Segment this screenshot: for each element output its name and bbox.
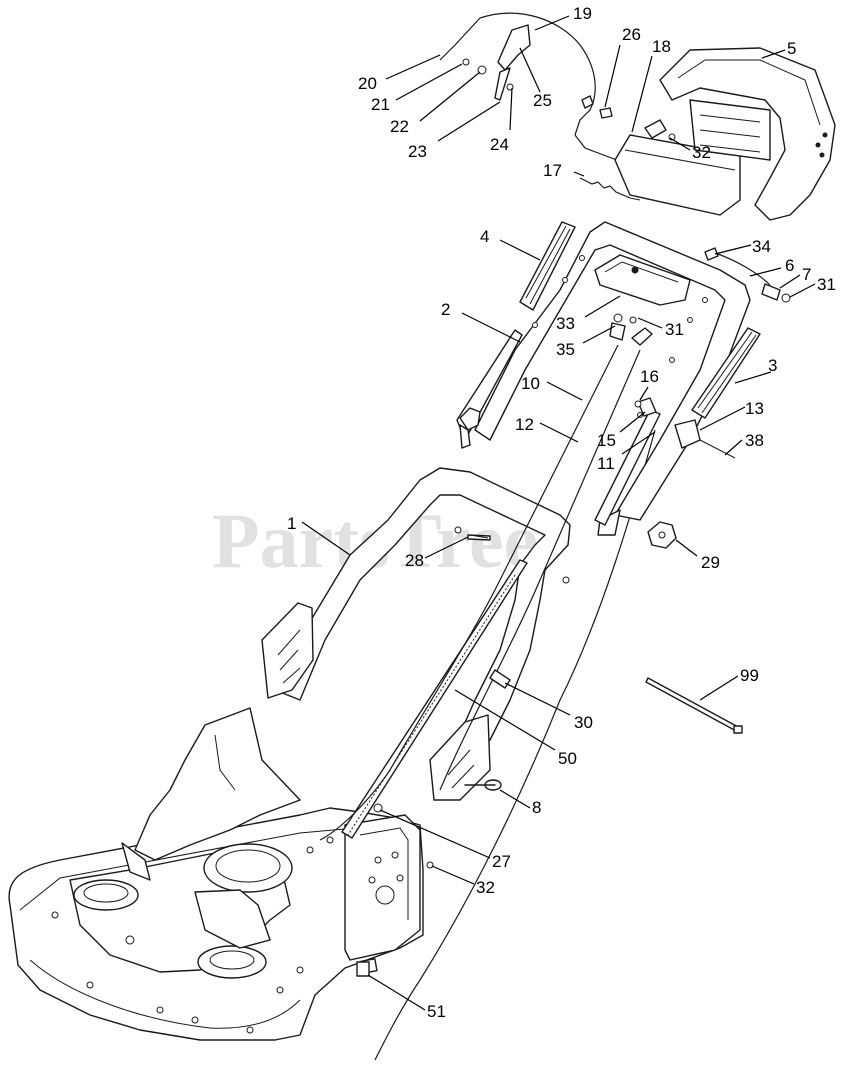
- callout-38: 38: [745, 431, 764, 450]
- spring: [579, 177, 641, 201]
- callout-31-mid: 31: [665, 320, 684, 339]
- callout-22: 22: [390, 117, 409, 136]
- callout-7: 7: [802, 265, 811, 284]
- callout-50: 50: [558, 749, 577, 768]
- callout-34: 34: [752, 237, 771, 256]
- speed-lever: [594, 397, 736, 526]
- callout-26: 26: [622, 25, 641, 44]
- callout-20: 20: [358, 74, 377, 93]
- callout-51: 51: [427, 1002, 446, 1021]
- callout-18: 18: [652, 37, 671, 56]
- callout-3: 3: [768, 356, 777, 375]
- callout-23: 23: [408, 142, 427, 161]
- left-grip: [519, 221, 576, 311]
- callout-16: 16: [640, 367, 659, 386]
- spring-rack: [341, 559, 528, 839]
- top-cover: [614, 47, 836, 221]
- callout-8: 8: [532, 798, 541, 817]
- callout-29: 29: [701, 553, 720, 572]
- knobs: [459, 407, 677, 549]
- callout-99: 99: [740, 666, 759, 685]
- callout-11: 11: [597, 454, 615, 473]
- callout-30: 30: [574, 713, 593, 732]
- callout-17: 17: [543, 161, 562, 180]
- callout-31-right: 31: [817, 275, 836, 294]
- callout-4: 4: [480, 227, 489, 246]
- callout-32-bottom: 32: [476, 878, 495, 897]
- cable-end-hardware: [704, 247, 791, 303]
- mower-deck: [8, 707, 424, 1041]
- cables: [319, 344, 656, 1061]
- callout-15: 15: [597, 431, 616, 450]
- callout-2: 2: [441, 300, 450, 319]
- callout-labels: 19 26 18 5 20 21 22 25 24 23 32 17 4 34 …: [287, 4, 836, 1021]
- callout-12: 12: [515, 415, 534, 434]
- callout-25: 25: [533, 91, 552, 110]
- callout-21: 21: [371, 95, 390, 114]
- callout-32-top: 32: [692, 143, 711, 162]
- right-grip: [691, 327, 761, 419]
- callout-1: 1: [287, 514, 296, 533]
- callout-33: 33: [556, 314, 575, 333]
- rear-bracket: [344, 814, 421, 974]
- leader-lines: [301, 15, 816, 1011]
- callout-5: 5: [787, 39, 796, 58]
- callout-28: 28: [405, 551, 424, 570]
- callout-10: 10: [521, 374, 540, 393]
- small-hardware: [356, 316, 637, 977]
- cable-tie: [645, 677, 743, 734]
- callout-24: 24: [490, 135, 509, 154]
- control-bracket: [594, 254, 691, 346]
- callout-13: 13: [745, 399, 764, 418]
- callout-19: 19: [573, 4, 592, 23]
- control-bail: [439, 12, 631, 166]
- callout-27: 27: [492, 852, 511, 871]
- callout-35: 35: [556, 340, 575, 359]
- callout-6: 6: [785, 256, 794, 275]
